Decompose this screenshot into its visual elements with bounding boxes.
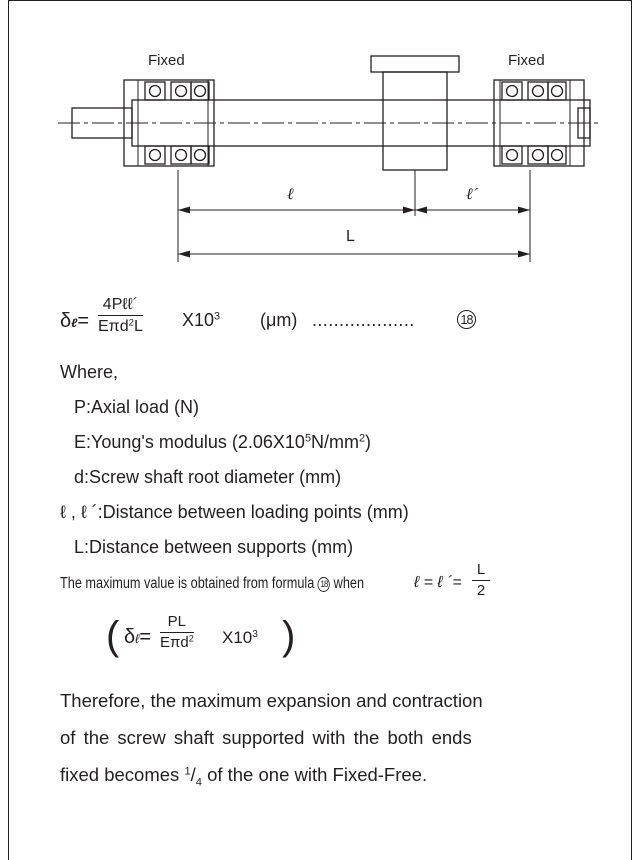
where-item-root-diameter: d:Screw shaft root diameter (mm) <box>74 467 342 487</box>
formula-18-multiplier: X103 <box>182 310 221 330</box>
formula-18-denominator: Eπd2L <box>98 316 143 335</box>
max-value-fraction: L 2 <box>472 561 490 599</box>
delta-symbol: δ <box>60 310 72 332</box>
formula-max-denominator: Eπd2 <box>160 633 194 651</box>
formula-18-unit: (μm) <box>260 310 298 330</box>
top-border <box>8 0 632 1</box>
delta-subscript: ℓ <box>135 631 140 646</box>
max-value-note: The maximum value is obtained from formu… <box>60 575 365 592</box>
nut-flange <box>370 55 460 73</box>
formula-18-ref: 18 <box>457 310 476 331</box>
left-paren: ( <box>106 614 120 658</box>
conclusion-line-1: Therefore, the maximum expansion and con… <box>60 690 483 711</box>
where-label: Where, <box>60 362 119 382</box>
right-paren: ) <box>282 614 296 658</box>
nut-body <box>382 71 448 171</box>
max-value-condition: ℓ = ℓ ´= <box>414 574 462 591</box>
page-frame <box>8 0 632 860</box>
formula-max-numerator: PL <box>160 613 194 633</box>
dim-label-l-prime: ℓ´ <box>466 186 478 203</box>
label-fixed-right: Fixed <box>508 52 545 69</box>
formula-18-numerator: 4Pℓℓ´ <box>98 296 143 316</box>
delta-symbol: δ <box>124 626 136 648</box>
dim-label-l: ℓ <box>287 186 294 203</box>
formula-18-fraction: 4Pℓℓ´ Eπd2L <box>98 296 143 335</box>
label-fixed-left: Fixed <box>148 52 185 69</box>
where-item-supports: L:Distance between supports (mm) <box>74 537 354 557</box>
conclusion-line-3: fixed becomes 1/4 of the one with Fixed-… <box>60 764 428 789</box>
conclusion-line-2: of the screw shaft supported with the bo… <box>60 727 472 748</box>
delta-subscript: ℓ <box>71 316 78 330</box>
where-item-youngs-modulus: E:Young's modulus (2.06X105N/mm2) <box>74 432 371 452</box>
formula-max-fraction: PL Eπd2 <box>160 613 194 651</box>
formula-18-leader: ................... <box>312 310 415 330</box>
where-item-loading-points: ℓ , ℓ ´:Distance between loading points … <box>60 502 409 522</box>
shaft-diagram <box>58 55 600 262</box>
where-item-axial-load: P:Axial load (N) <box>74 397 200 417</box>
dim-label-L: L <box>346 228 355 245</box>
formula-max-multiplier: X103 <box>222 628 258 647</box>
